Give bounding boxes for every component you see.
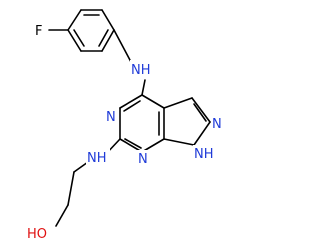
bond-pyz-double [193,103,207,122]
bond-phenyl-6 [67,9,82,31]
label-bg-ring-n-left [105,108,119,124]
label-bg-pyrazole-nh [193,145,207,163]
label-bg-amine-top [130,60,154,78]
bond-pyr-double-2 [124,138,142,149]
label-bg-amine-left [86,148,110,166]
bond-pyr-4 [141,138,165,153]
bond-nh-ch2 [73,161,89,173]
label-bg-ring-n-bottom [137,150,151,166]
ring-n-left-label: N [106,110,116,125]
bond-phenyl-2 [101,9,115,31]
ring-n-bottom-label: N [138,152,148,167]
bond-pyz-1 [163,97,193,109]
pyrazole-n-label: N [212,117,222,132]
bond-pyr-3 [119,138,143,153]
bonds [48,9,211,227]
pyrazole-nh-n-label: NH [194,147,214,162]
bond-phenyl-nh [113,29,132,63]
bond-ch2-oh [55,204,69,227]
bond-phenyl-3 [101,29,115,52]
bond-pyz-2 [191,97,211,123]
bond-phenyl-inner-3 [73,29,85,47]
bond-phenyl-inner-2 [98,29,109,47]
amine-top-label: NH [131,63,151,78]
bond-pyz-3 [193,121,211,146]
bond-pyz-4 [163,138,195,146]
fluorine-label: F [35,24,42,39]
label-bg-hydroxyl [26,225,52,241]
hydroxyl-label: HO [27,227,47,242]
label-bg-pyrazole-n [211,115,225,131]
bond-pyr-6 [141,94,165,109]
atom-labels: F NH N N N NH NH HO [26,22,225,242]
molecule-structure: F NH N N N NH NH HO [26,9,225,242]
amine-left-label: NH [87,151,107,166]
bond-pyr-1 [119,94,143,109]
bond-ch2-ch2 [67,171,75,206]
label-bg-fluorine [34,22,48,38]
bond-nh-c4 [141,79,146,96]
bond-pyr-double-1 [123,100,141,112]
bond-phenyl-5 [67,29,82,52]
